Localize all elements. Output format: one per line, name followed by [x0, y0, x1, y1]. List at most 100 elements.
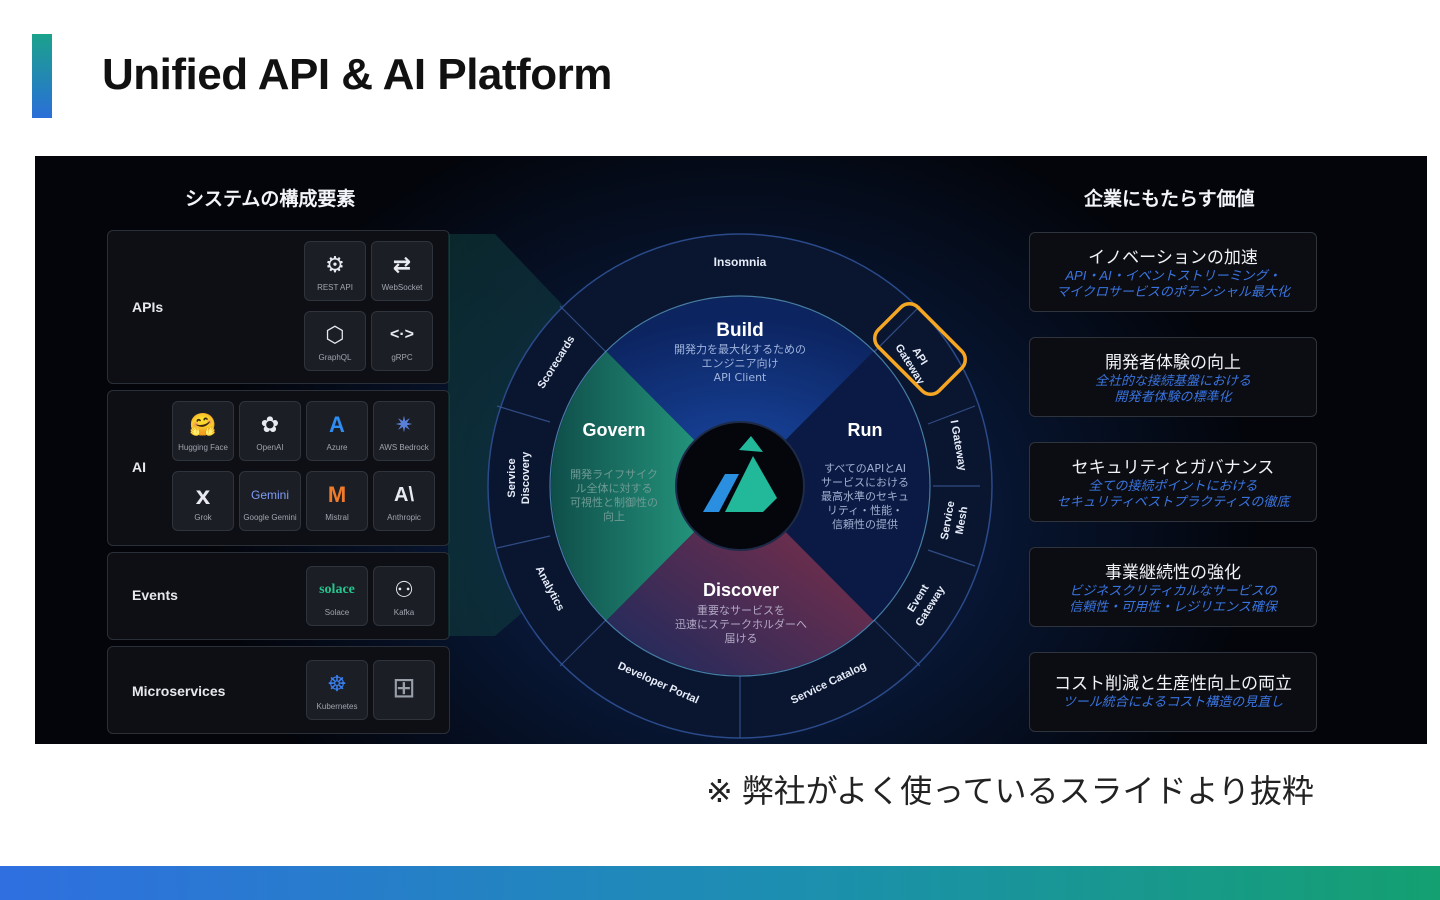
group-label-microservices: Microservices [132, 683, 226, 699]
tile-caption: Solace [324, 607, 350, 617]
govern-line: 向上 [603, 509, 625, 523]
run-line: 信頼性の提供 [832, 517, 898, 531]
quadrant-build[interactable] [606, 296, 874, 486]
value-card-title: セキュリティとガバナンス [1071, 458, 1275, 477]
group-label-events: Events [132, 587, 178, 603]
govern-line: 可視性と制御性の [570, 495, 658, 509]
tile-grpc[interactable]: <·> gRPC [371, 311, 433, 371]
group-microservices: Microservices ☸ Kubernetes ⊞ [107, 646, 450, 734]
components-heading: システムの構成要素 [185, 189, 356, 210]
quadrant-govern[interactable] [550, 351, 740, 621]
mistral-icon: M [327, 481, 347, 507]
tile-anthropic[interactable]: A\ Anthropic [373, 471, 435, 531]
modules-icon: ⊞ [392, 672, 416, 703]
tile-azure[interactable]: A Azure [306, 401, 368, 461]
discover-line: 届ける [725, 632, 758, 645]
group-apis: APIs ⚙ REST API ⇄ WebSocket ⬡ GraphQL <·… [107, 230, 450, 384]
tile-caption: GraphQL [318, 352, 352, 362]
value-card-continuity: 事業継続性の強化 ビジネスクリティカルなサービスの 信頼性・可用性・レジリエンス… [1029, 547, 1317, 627]
value-card-cost: コスト削減と生産性向上の両立 ツール統合によるコスト構造の見直し [1029, 652, 1317, 732]
value-card-developer-experience: 開発者体験の向上 全社的な接続基盤における 開発者体験の標準化 [1029, 337, 1317, 417]
quadrant-run[interactable] [740, 351, 930, 621]
run-title: Run [848, 420, 883, 440]
tile-solace[interactable]: solace Solace [306, 566, 368, 626]
openai-icon: ✿ [260, 411, 280, 437]
build-line: 開発力を最大化するための [674, 342, 806, 356]
azure-icon: A [329, 411, 345, 437]
quadrant-discover[interactable] [606, 486, 874, 676]
value-card-innovation: イノベーションの加速 API・AI・イベントストリーミング・ マイクロサービスの… [1029, 232, 1317, 312]
value-heading: 企業にもたらす価値 [1084, 189, 1255, 210]
tile-websocket[interactable]: ⇄ WebSocket [371, 241, 433, 301]
discover-line: 迅速にステークホルダーへ [675, 617, 807, 631]
kong-logo-icon [703, 436, 777, 512]
websocket-icon: ⇄ [392, 251, 412, 277]
graphql-icon: ⬡ [325, 321, 345, 347]
ring-label-service-discovery[interactable]: Service [506, 458, 518, 497]
build-title: Build [716, 320, 764, 341]
govern-line: ル全体に対する [576, 481, 653, 495]
platform-diagram-panel: システムの構成要素 APIs ⚙ REST API ⇄ WebSocket ⬡ … [35, 156, 1427, 744]
value-card-sub: 全ての接続ポイントにおける [1088, 478, 1258, 493]
tile-modules[interactable]: ⊞ [373, 660, 435, 720]
value-card-sub: 開発者体験の標準化 [1114, 389, 1232, 404]
tile-caption: Kafka [393, 607, 415, 617]
value-card-security: セキュリティとガバナンス 全ての接続ポイントにおける セキュリティベストプラクテ… [1029, 442, 1317, 522]
tile-caption: Hugging Face [178, 442, 228, 452]
value-card-sub: 全社的な接続基盤における [1094, 373, 1251, 388]
kafka-icon: ⚇ [394, 576, 414, 602]
govern-title: Govern [582, 420, 645, 440]
value-card-title: 事業継続性の強化 [1105, 563, 1241, 582]
ring-label-service-discovery[interactable]: Discovery [520, 451, 532, 504]
discover-line: 重要なサービスを [697, 603, 785, 617]
tile-caption: REST API [317, 282, 353, 292]
tile-mistral[interactable]: M Mistral [306, 471, 368, 531]
tile-caption: WebSocket [381, 282, 423, 292]
bottom-gradient-bar [0, 866, 1440, 900]
aws-bedrock-icon: ✷ [394, 411, 414, 437]
govern-line: 開発ライフサイク [570, 467, 658, 481]
page-title: Unified API & AI Platform [102, 50, 612, 99]
inner-ring-outline [549, 295, 931, 677]
group-ai: AI 🤗 Hugging Face ✿ OpenAI A Azure ✷ AWS… [107, 390, 450, 546]
tile-caption: Azure [326, 442, 348, 452]
group-label-apis: APIs [132, 299, 164, 315]
value-card-title: 開発者体験の向上 [1105, 353, 1241, 372]
solace-icon: solace [319, 581, 355, 597]
build-line: API Client [714, 371, 767, 384]
value-card-sub: ツール統合によるコスト構造の見直し [1062, 694, 1284, 709]
value-card-sub: セキュリティベストプラクティスの徹底 [1056, 494, 1290, 509]
tile-hugging-face[interactable]: 🤗 Hugging Face [172, 401, 234, 461]
title-accent-bar [32, 34, 52, 118]
ring-label-service-mesh[interactable]: Mesh [954, 505, 971, 535]
tile-caption: Mistral [325, 512, 349, 522]
tile-graphql[interactable]: ⬡ GraphQL [304, 311, 366, 371]
tile-grok[interactable]: x Grok [172, 471, 234, 531]
tile-kafka[interactable]: ⚇ Kafka [373, 566, 435, 626]
api-gateway-highlight [873, 302, 967, 396]
run-line: すべてのAPIとAI [824, 462, 906, 475]
kubernetes-icon: ☸ [327, 670, 347, 696]
grok-icon: x [195, 479, 211, 510]
tile-rest-api[interactable]: ⚙ REST API [304, 241, 366, 301]
group-label-ai: AI [132, 459, 146, 475]
grpc-icon: <·> [389, 325, 414, 343]
tile-caption: gRPC [391, 352, 413, 362]
hugging-face-icon: 🤗 [189, 411, 217, 437]
value-card-sub: API・AI・イベントストリーミング・ [1065, 268, 1281, 283]
tile-caption: Grok [194, 512, 212, 522]
gemini-icon: Gemini [250, 487, 289, 502]
discover-title: Discover [703, 580, 779, 600]
rest-api-icon: ⚙ [325, 251, 345, 277]
tile-google-gemini[interactable]: Gemini Google Gemini [239, 471, 301, 531]
value-card-title: イノベーションの加速 [1088, 248, 1258, 267]
value-card-sub: マイクロサービスのポテンシャル最大化 [1056, 284, 1290, 299]
tile-aws-bedrock[interactable]: ✷ AWS Bedrock [373, 401, 435, 461]
tile-openai[interactable]: ✿ OpenAI [239, 401, 301, 461]
tile-caption: Kubernetes [316, 701, 358, 711]
value-card-sub: 信頼性・可用性・レジリエンス確保 [1069, 599, 1277, 614]
build-line: エンジニア向け [702, 356, 779, 370]
tile-caption: AWS Bedrock [379, 442, 429, 452]
value-card-sub: ビジネスクリティカルなサービスの [1069, 583, 1277, 598]
tile-kubernetes[interactable]: ☸ Kubernetes [306, 660, 368, 720]
